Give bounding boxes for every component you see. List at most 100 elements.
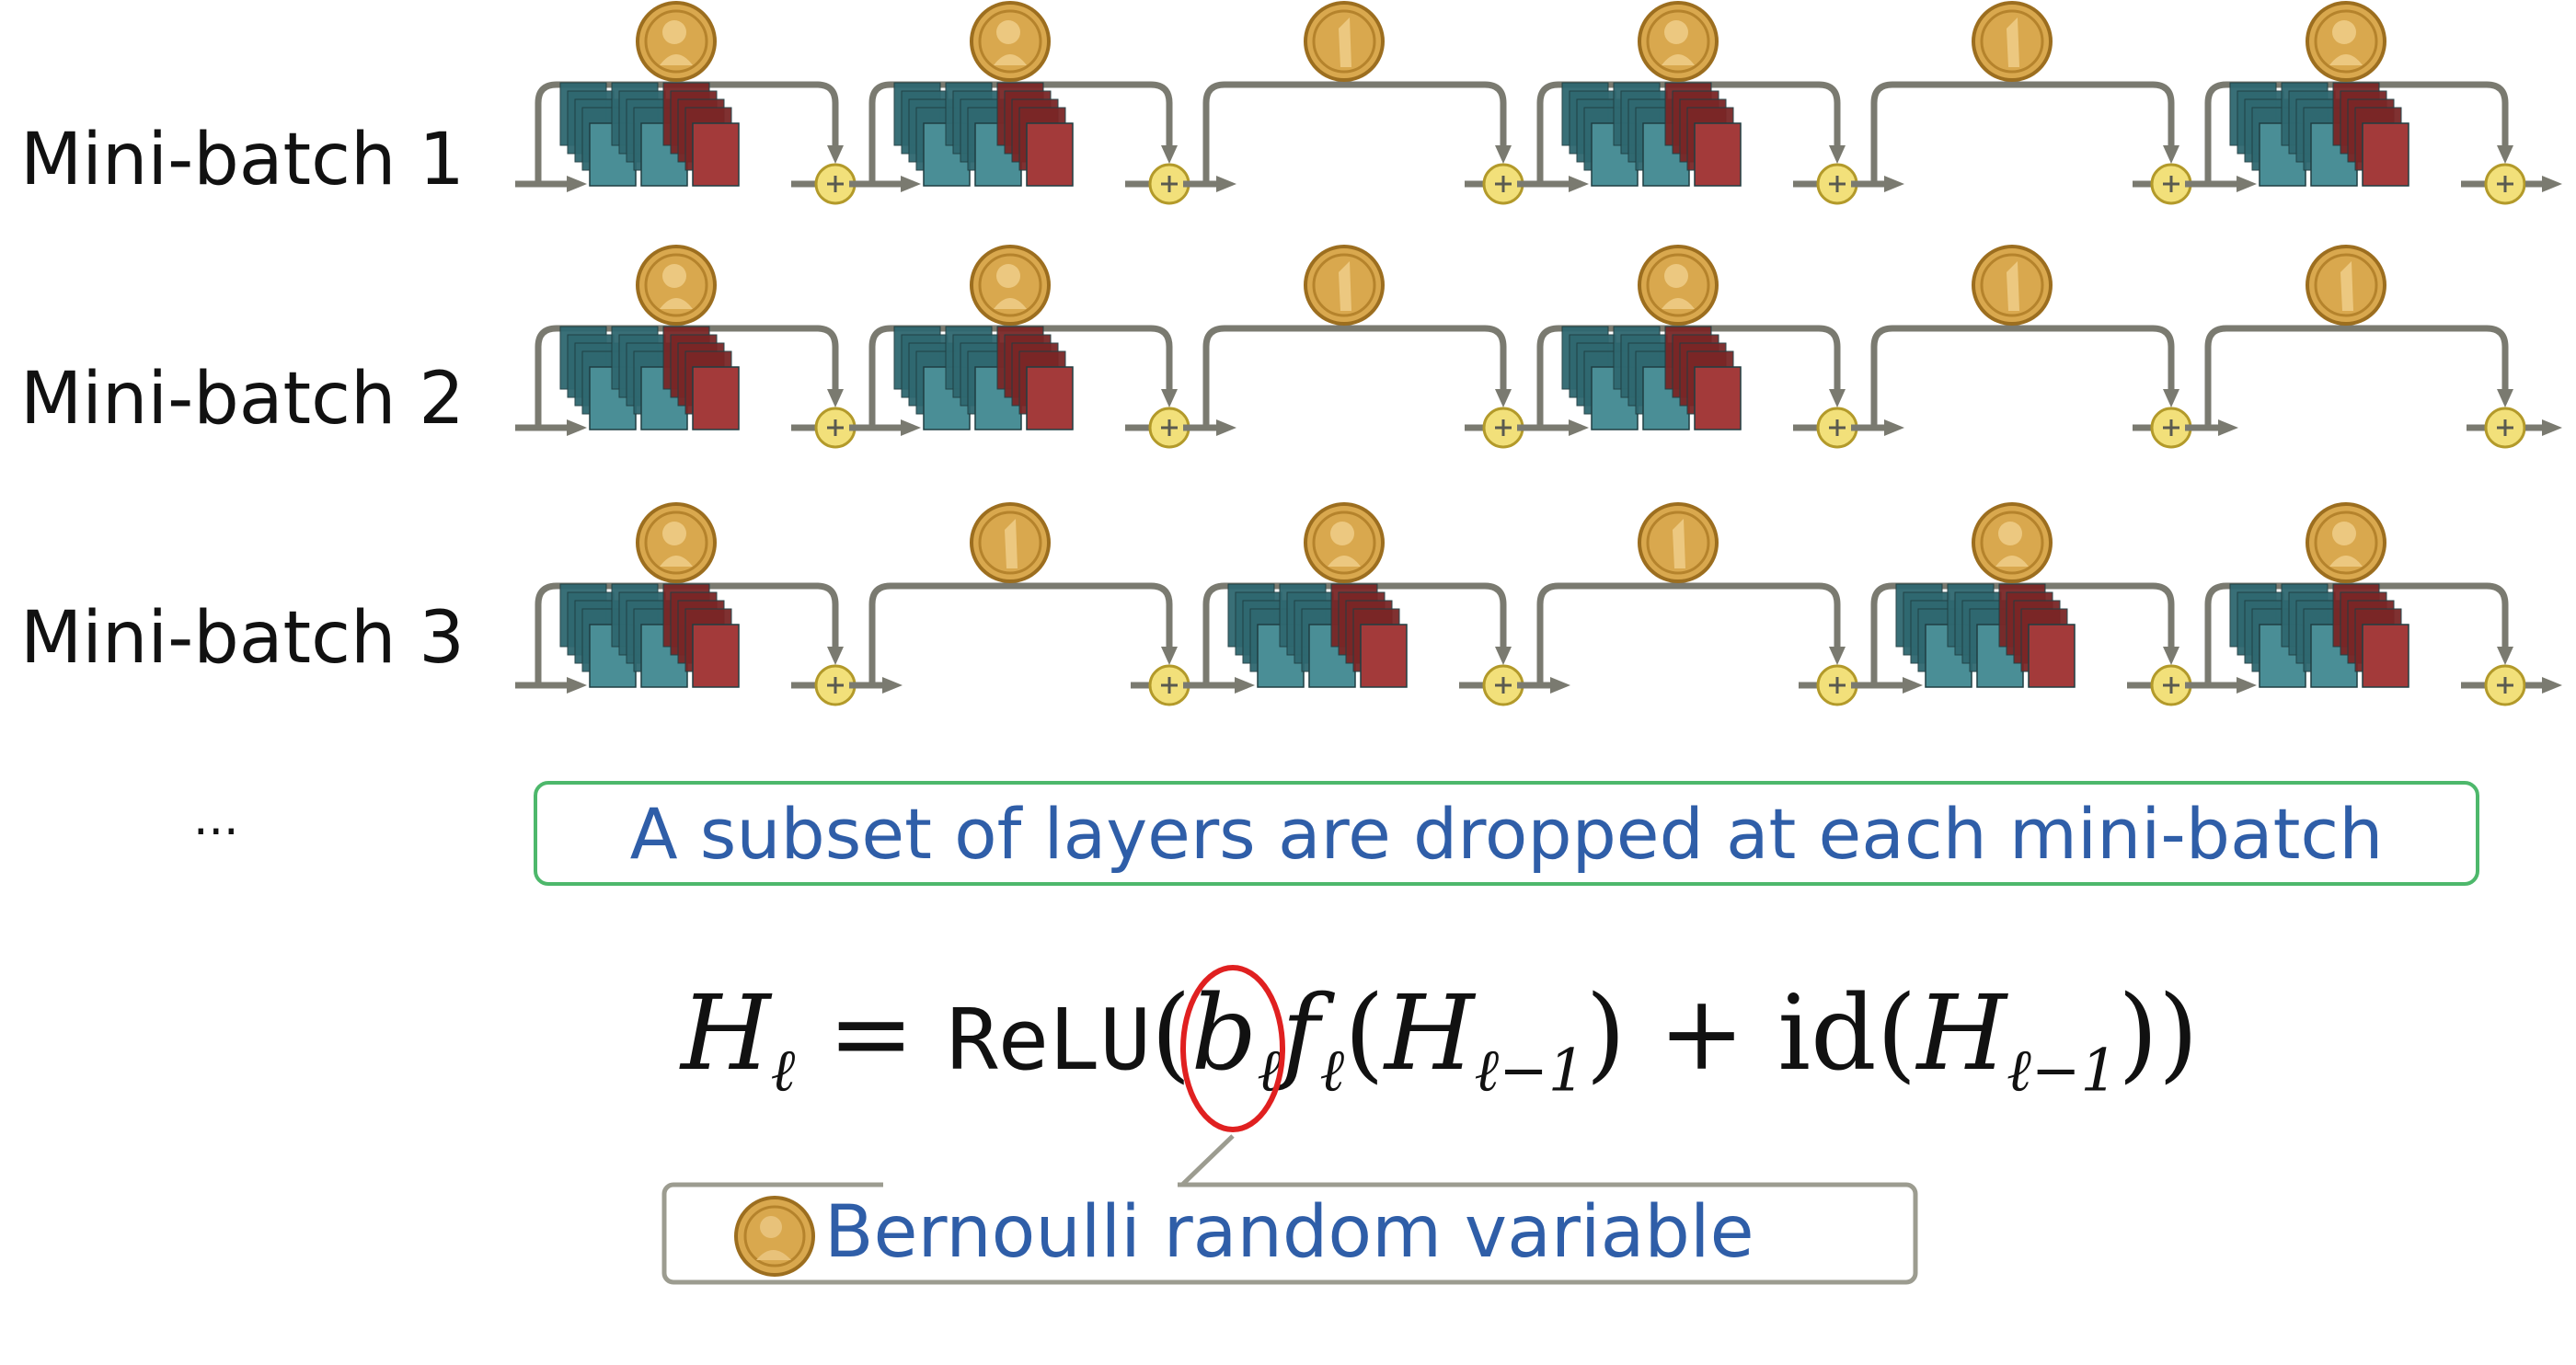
mini-batch-row-2 (515, 245, 2562, 449)
coin-icon (970, 245, 1051, 326)
equation: Hℓ = ReLU(bℓfℓ(Hℓ−1) + id(Hℓ−1)) (681, 975, 2199, 1106)
residual-block (559, 82, 740, 187)
skip-connection (1202, 81, 1507, 184)
eq-H: H (681, 974, 771, 1094)
arrow-head (2237, 677, 2257, 694)
arrow-head (882, 677, 903, 694)
eq-b: b (1190, 974, 1258, 1094)
arrow-head (567, 419, 587, 436)
eq-open2: ( (1344, 974, 1385, 1094)
residual-block (1227, 583, 1408, 688)
eq-H3: H (1916, 974, 2007, 1094)
row-label-mini-batch-2: Mini-batch 2 (20, 358, 465, 441)
arrow-head (1235, 677, 1255, 694)
coin-icon (2306, 245, 2386, 326)
arrow-head (901, 419, 921, 436)
skip-connection (2204, 325, 2509, 428)
arrow-head (1550, 677, 1570, 694)
eq-close-plus: ) + (1585, 974, 1778, 1094)
residual-block (559, 583, 740, 688)
coin-icon (1638, 502, 1719, 583)
eq-relu: ReLU (947, 991, 1151, 1089)
coin-icon (2306, 502, 2386, 583)
coin-icon (1638, 245, 1719, 326)
sum-node (1482, 407, 1524, 449)
eq-sub: ℓ (770, 1037, 796, 1106)
eq-id: id (1777, 974, 1877, 1094)
coin-icon (1304, 1, 1385, 82)
eq-b-term: bℓ (1191, 975, 1282, 1106)
arrow-head (567, 176, 587, 192)
row-label-mini-batch-3: Mini-batch 3 (20, 597, 465, 680)
eq-H2: H (1384, 974, 1475, 1094)
sum-node (2484, 163, 2526, 205)
sum-node (1816, 407, 1858, 449)
eq-equals: = (795, 974, 948, 1094)
eq-f: f (1282, 974, 1320, 1094)
residual-block (559, 326, 740, 430)
arrow-head (1884, 419, 1904, 436)
residual-block (2229, 82, 2409, 187)
sum-node (1482, 664, 1524, 706)
coin-icon (1972, 245, 2053, 326)
callout-pointer (879, 1134, 1235, 1187)
sum-node (1482, 163, 1524, 205)
coin-icon (970, 1, 1051, 82)
arrow-head (1216, 176, 1236, 192)
sum-node (1148, 163, 1190, 205)
dropout-diagram (515, 1, 2562, 706)
residual-block (2229, 583, 2409, 688)
eq-open3: ( (1876, 974, 1917, 1094)
arrow-head (2218, 419, 2238, 436)
skip-connection (1870, 325, 2175, 428)
residual-block (1895, 583, 2076, 688)
residual-block (1561, 82, 1742, 187)
sum-node (814, 163, 857, 205)
arrow-head (1569, 419, 1589, 436)
coin-icon (636, 245, 717, 326)
coin-icon (1304, 245, 1385, 326)
sum-node (2150, 163, 2192, 205)
arrow-head (2542, 176, 2562, 192)
arrow-head (2542, 677, 2562, 694)
coin-icon (1638, 1, 1719, 82)
skip-connection (1536, 582, 1841, 685)
arrow-head (2542, 419, 2562, 436)
arrow-head (1569, 176, 1589, 192)
sum-node (2484, 664, 2526, 706)
eq-close: )) (2118, 974, 2199, 1094)
coin-icon (636, 1, 717, 82)
sum-node (1816, 664, 1858, 706)
eq-H2-sub: ℓ−1 (1474, 1037, 1586, 1106)
eq-H3-sub: ℓ−1 (2007, 1037, 2119, 1106)
row-label-mini-batch-1: Mini-batch 1 (20, 119, 465, 201)
coin-icon (734, 1196, 815, 1277)
skip-connection (1202, 325, 1507, 428)
mini-batch-row-1 (515, 1, 2562, 205)
sum-node (814, 664, 857, 706)
mini-batch-row-3 (515, 502, 2562, 706)
eq-b-sub: ℓ (1257, 1037, 1282, 1106)
arrow-head (901, 176, 921, 192)
sum-node (1816, 163, 1858, 205)
coin-icon (1972, 1, 2053, 82)
sum-node (814, 407, 857, 449)
residual-block (893, 82, 1074, 187)
residual-block (1561, 326, 1742, 430)
sum-node (2484, 407, 2526, 449)
arrow-head (2237, 176, 2257, 192)
sum-node (1148, 664, 1190, 706)
coin-icon (970, 502, 1051, 583)
callout-text: Bernoulli random variable (824, 1191, 1754, 1274)
sum-node (2150, 664, 2192, 706)
caption-text: A subset of layers are dropped at each m… (629, 792, 2384, 875)
coin-icon (1972, 502, 2053, 583)
coin-icon (2306, 1, 2386, 82)
caption-box: A subset of layers are dropped at each m… (534, 781, 2479, 886)
sum-node (1148, 407, 1190, 449)
skip-connection (1870, 81, 2175, 184)
residual-block (893, 326, 1074, 430)
coin-icon (636, 502, 717, 583)
eq-open: ( (1150, 974, 1191, 1094)
arrow-head (1903, 677, 1923, 694)
